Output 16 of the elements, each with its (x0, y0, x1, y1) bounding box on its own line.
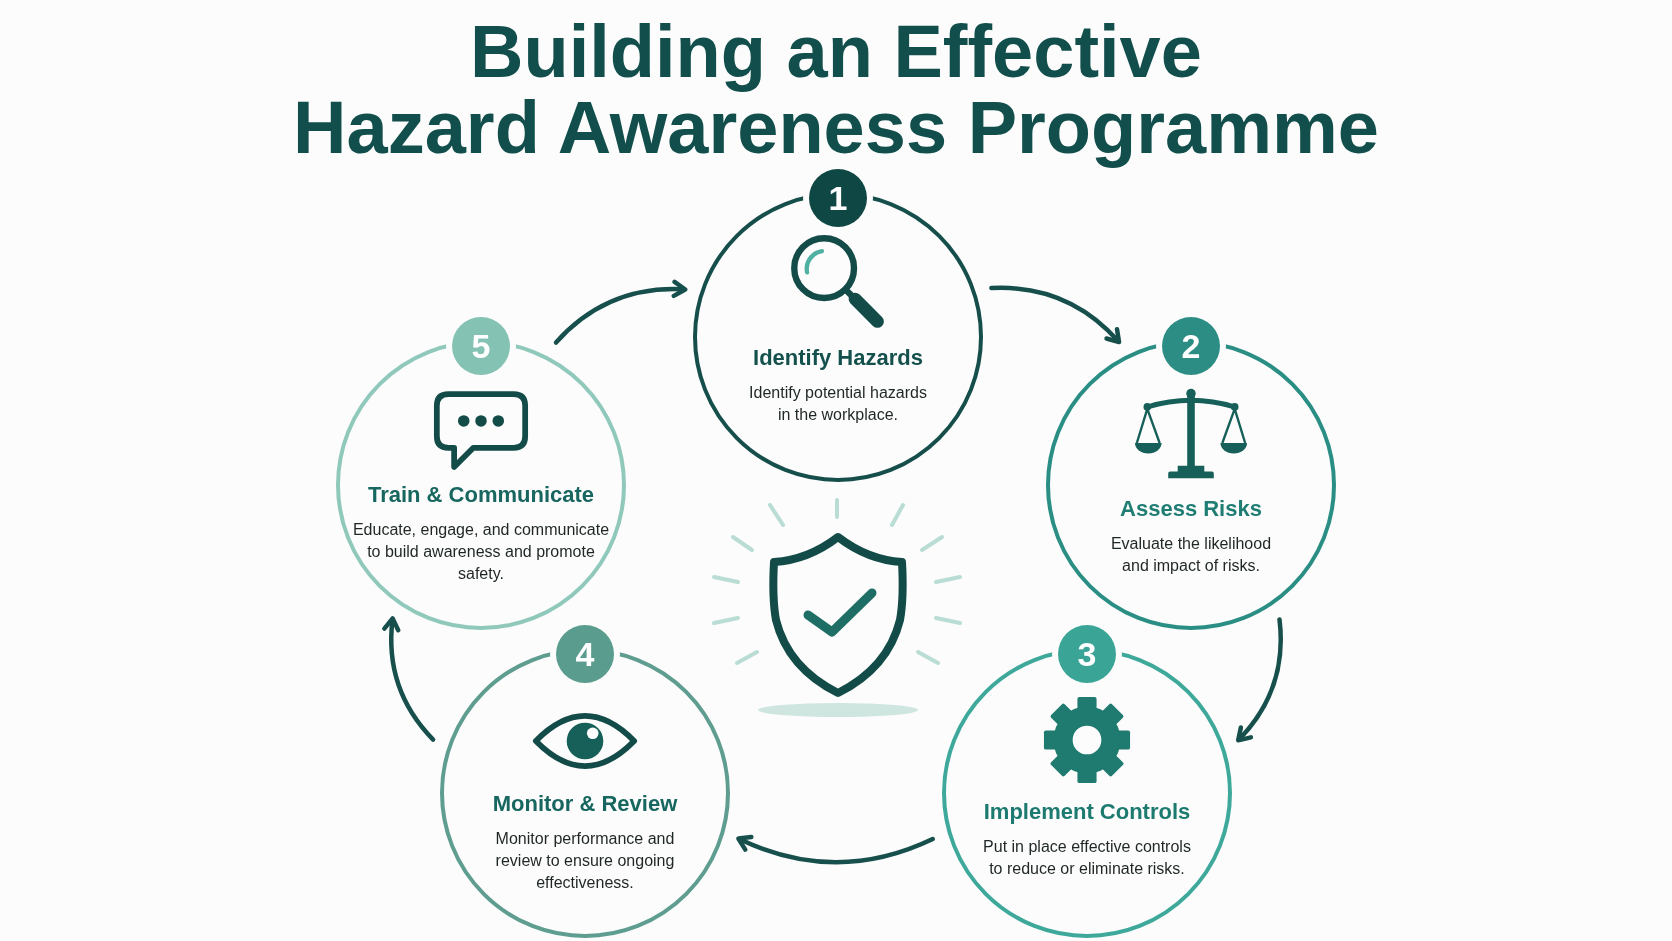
cycle-arrow (736, 834, 935, 865)
step-description: Identify potential hazards in the workplace. (748, 383, 928, 425)
step-description: Evaluate the likelihood and impact of risks. (1109, 534, 1273, 576)
step-description: Monitor performance and review to ensure ongoing effectiveness. (494, 829, 676, 893)
step-title: Train & Communicate (367, 481, 595, 509)
step-title: Identify Hazards (753, 344, 923, 372)
step-title: Monitor & Review (492, 790, 678, 818)
step-description: Educate, engage, and communicate to build awareness and promote safety. (352, 520, 610, 584)
step-description: Put in place effective controls to reduce or eliminate risks. (982, 837, 1192, 879)
title: Building an Effective Hazard Awareness Programme (293, 14, 1379, 166)
step-title: Assess Risks (1120, 495, 1262, 523)
cycle-arrow (382, 616, 436, 742)
cycle-arrow (1236, 617, 1283, 743)
cycle-arrow (553, 279, 688, 345)
step-title: Implement Controls (983, 798, 1191, 826)
cycle-arrow (989, 285, 1122, 345)
